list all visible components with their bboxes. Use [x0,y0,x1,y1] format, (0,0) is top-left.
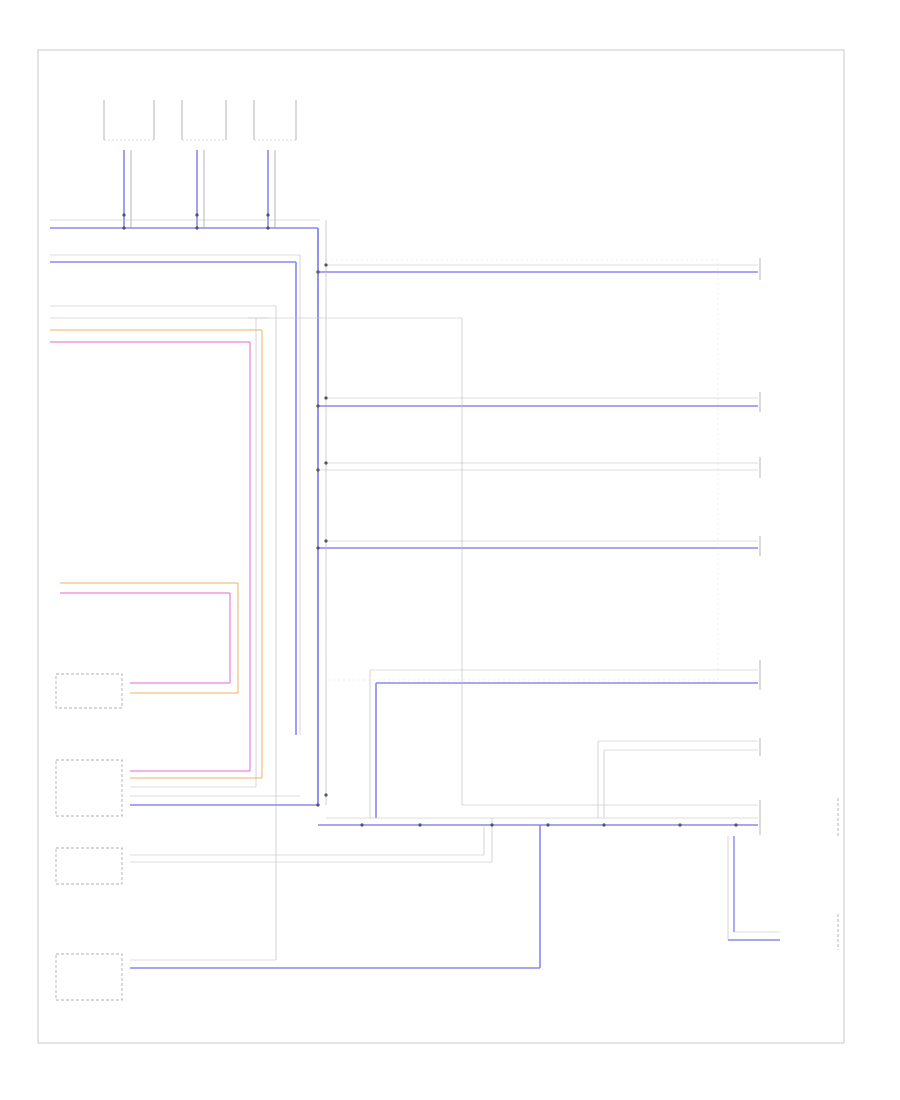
main-trunk [295,220,327,805]
top-module-2 [181,100,227,228]
right-bottom-drop [727,836,780,941]
left-module-4 [55,953,123,1001]
diagram-frame [37,49,845,1044]
left-module-3 [55,847,123,885]
left-module-2 [55,759,123,817]
left-harness [50,305,318,960]
top-bus [50,219,320,263]
bottom-bus [130,817,758,969]
gray-feed [248,317,758,806]
top-module-1 [103,100,155,228]
top-module-3 [253,100,297,228]
right-module-brackets [759,258,839,950]
switch-wires [60,582,239,694]
connector-dots [122,213,738,827]
left-module-1 [55,673,123,709]
splice-region [325,259,719,681]
right-branches [318,264,758,818]
